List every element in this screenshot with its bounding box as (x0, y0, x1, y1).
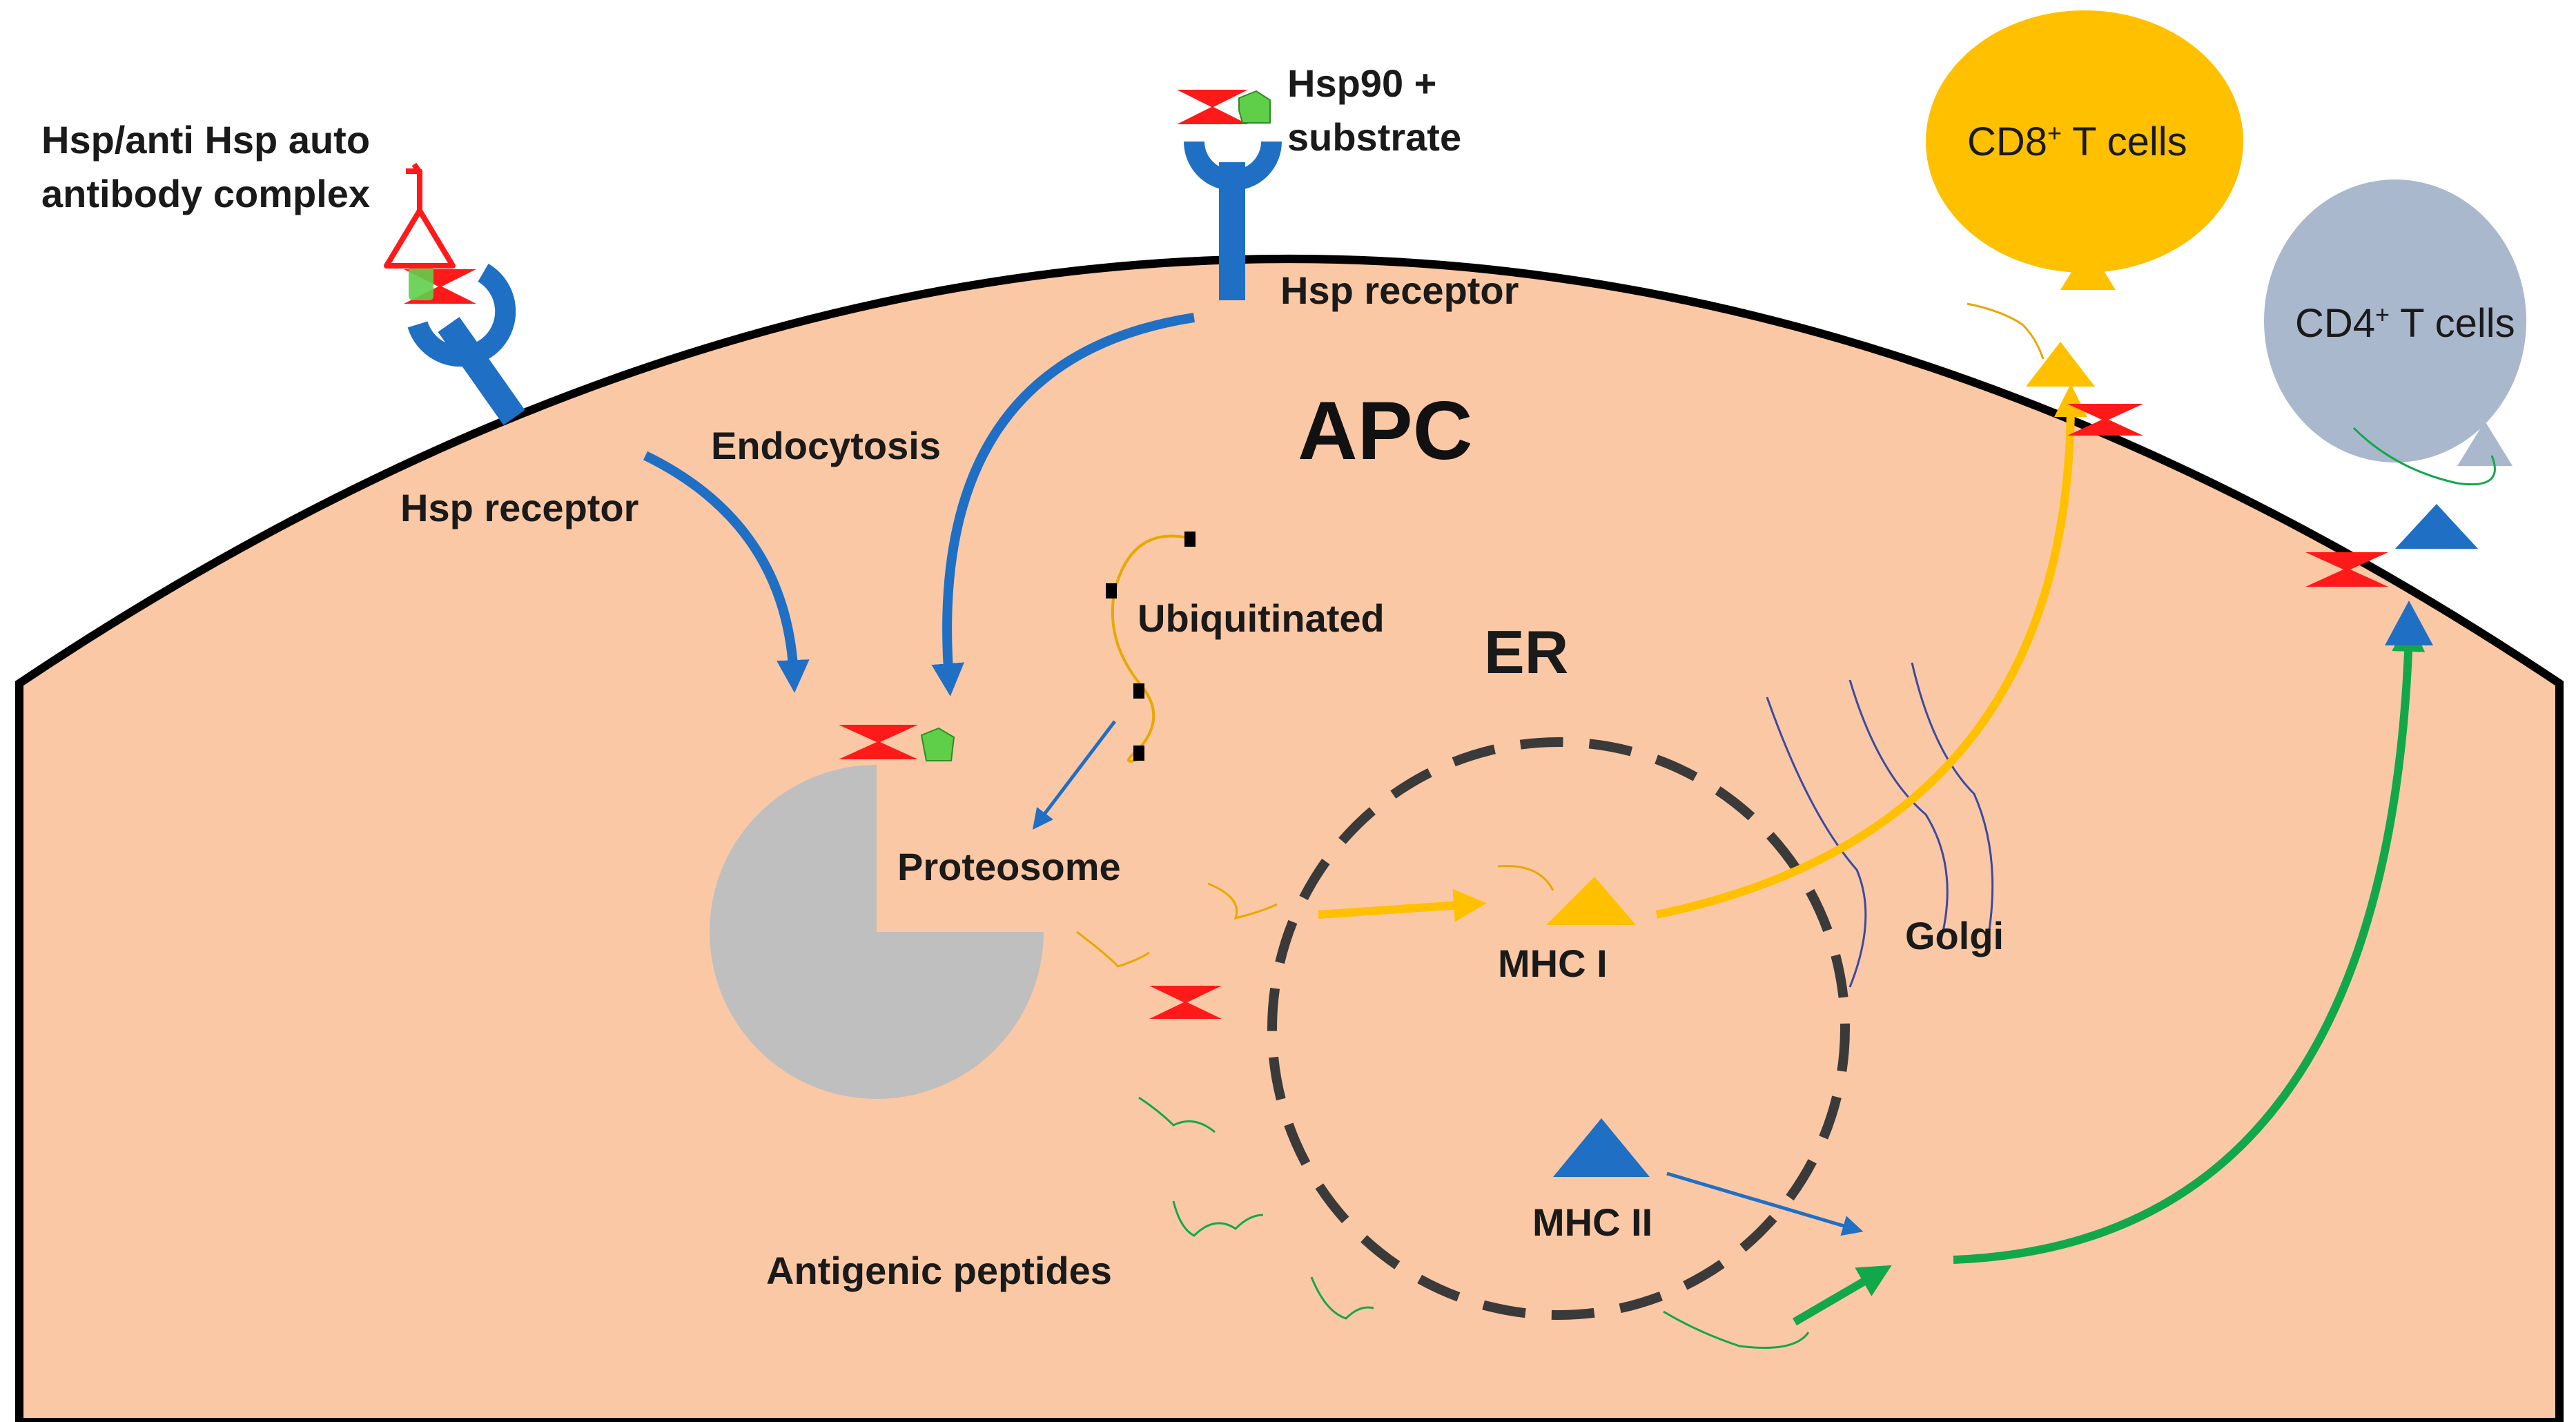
internalized-substrate-icon (920, 727, 955, 761)
label-proteosome: Proteosome (897, 845, 1121, 888)
label-antigenic-peptides: Antigenic peptides (766, 1249, 1112, 1292)
mhc1-to-surface-arrow (1655, 384, 2087, 919)
ubiquitin-tag (1106, 583, 1117, 598)
apc-cell-body (15, 255, 2564, 1422)
ubiquitin-tag (1184, 532, 1196, 547)
label-mhc2: MHC II (1532, 1200, 1652, 1244)
label-golgi: Golgi (1905, 914, 2004, 957)
label-apc: APC (1298, 384, 1472, 477)
cd4-base: CD4 (2295, 301, 2375, 346)
label-cd4-t-cells: CD4+ T cells (2295, 300, 2515, 347)
hsp90-receptor-group (1177, 90, 1282, 300)
hsp-receptor-cup-top (1184, 141, 1282, 191)
hsp90-hourglass-icon (1177, 90, 1248, 124)
golgi-membrane (1911, 662, 1994, 939)
surface-hsp-icon-right (2305, 552, 2388, 587)
ubiquitin-tag (1133, 746, 1144, 761)
label-cd8-t-cells: CD8+ T cells (1967, 119, 2187, 165)
surface-mhc1-triangle (2026, 342, 2095, 387)
cd8-tcr-triangle (2060, 245, 2116, 290)
mhc2-to-vesicle-arrow (1666, 1171, 1864, 1236)
internalized-hsp-icon (839, 725, 918, 759)
peptide-fragment (1497, 864, 1554, 891)
label-hsp-receptor-left: Hsp receptor (400, 486, 638, 529)
hsp-receptor-cup-left (407, 264, 516, 367)
surface-mhc2-arrowhead (2385, 601, 2433, 645)
cd8-rest: T cells (2062, 119, 2187, 164)
peptide-to-vesicle-arrow (1792, 1265, 1892, 1326)
hsp-receptor-stalk-left (438, 317, 525, 425)
antigenic-peptide-fragment (1663, 1310, 1810, 1349)
cd4-sup: + (2375, 300, 2390, 329)
free-hsp-icon (1149, 986, 1222, 1019)
er-membrane (1267, 737, 1850, 1320)
mhc2-triangle (1553, 1118, 1650, 1177)
peptide-fragment (1076, 931, 1150, 968)
mhc1-triangle (1546, 877, 1636, 925)
cd4-t-cell (2264, 179, 2526, 462)
label-er: ER (1484, 618, 1568, 686)
mhc2-to-surface-arrow (1953, 619, 2426, 1264)
peptide-to-mhc1-arrow (1318, 888, 1487, 922)
golgi-membrane (1848, 679, 1949, 946)
substrate-left (409, 266, 433, 300)
golgi-membrane (1766, 697, 1867, 988)
ubiquitin-tag (1133, 683, 1144, 699)
label-hsp-complex-line1: Hsp/anti Hsp auto (41, 118, 370, 162)
endocytosis-arrow-left (643, 451, 810, 693)
proteosome-shape (710, 765, 1044, 1099)
ubiquitin-to-proteosome-arrow (1032, 720, 1116, 830)
cd8-t-cell (1926, 10, 2243, 273)
peptide-fragment (1967, 302, 2045, 360)
antigenic-peptide-fragment (1138, 1096, 1216, 1133)
antigenic-peptide-fragment (1172, 1200, 1264, 1237)
antigenic-peptide-fragment (1310, 1276, 1374, 1320)
label-endocytosis: Endocytosis (711, 424, 941, 467)
surface-hsp-icon (2067, 404, 2143, 436)
endocytosis-arrow-right (931, 313, 1196, 697)
cd4-rest: T cells (2390, 301, 2515, 346)
substrate-top (1238, 90, 1271, 124)
peptide-fragment (1207, 882, 1278, 920)
hsp-antibody-receptor-group (384, 162, 525, 425)
label-mhc1: MHC I (1498, 942, 1608, 985)
cd4-tcr-triangle (2457, 421, 2512, 466)
label-hsp90-line1: Hsp90 + (1287, 61, 1436, 105)
cd8-sup: + (2047, 119, 2062, 147)
label-hsp90-line2: substrate (1287, 115, 1461, 159)
label-hsp-complex-line2: antibody complex (41, 172, 370, 215)
label-hsp-receptor-right: Hsp receptor (1280, 269, 1519, 312)
cd8-base: CD8 (1967, 119, 2047, 164)
label-ubiquitinated: Ubiquitinated (1138, 596, 1385, 640)
antigenic-peptide-fragment (2352, 427, 2496, 486)
surface-mhc2-triangle (2395, 504, 2478, 549)
